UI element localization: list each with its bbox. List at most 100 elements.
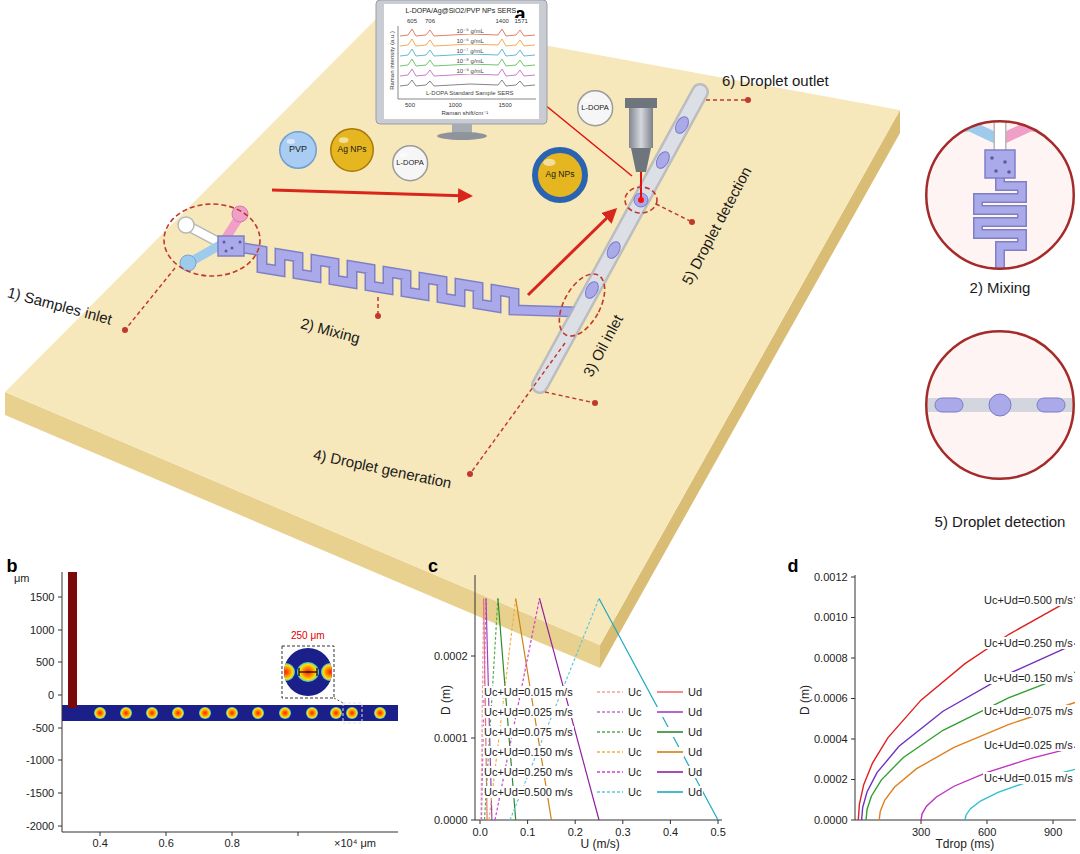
bubble-shape — [393, 146, 428, 181]
legend-text: Uc — [627, 726, 642, 739]
legend-line-sample — [656, 747, 684, 757]
series-label: Uc+Ud=0.500 m/s — [483, 786, 574, 799]
monitor-part — [437, 132, 487, 140]
zoom-mixing-illustration-part-part — [995, 118, 1005, 152]
legend-entry: Uc — [596, 686, 642, 699]
legend-line — [657, 691, 683, 693]
legend-text: Uc — [627, 706, 642, 719]
zoom-mixing-illustration-part-part — [990, 156, 994, 160]
panel-b-simulation-part-part — [374, 707, 386, 719]
legend-line — [657, 771, 683, 773]
step-label: 4) Droplet generation — [311, 445, 452, 491]
bubble-shape — [280, 132, 317, 169]
panel-b-simulation-part-part — [277, 663, 295, 681]
legend-sample-ground — [596, 767, 624, 777]
tick-label: 1500 — [30, 591, 54, 604]
legend-line-sample — [656, 707, 684, 717]
legend-sample-ground — [596, 747, 624, 757]
panel-b-simulation-part-part — [297, 662, 319, 682]
legend-sample-ground — [656, 767, 684, 777]
legend-sample-ground — [656, 707, 684, 717]
axis-title: μm — [14, 572, 30, 585]
droplet-channel-part — [605, 239, 623, 260]
legend-entry: Uc — [596, 786, 642, 799]
monitor-part — [398, 26, 399, 99]
spectrum-text: 10⁻⁹ g/mL — [456, 68, 485, 75]
tick-label: 0.0001 — [434, 732, 468, 745]
legend-entry: Ud — [656, 766, 703, 779]
panel-b-simulation-part — [68, 572, 77, 708]
particle-name: PVP — [289, 145, 307, 155]
legend-line-sample — [596, 787, 624, 797]
droplet-channel — [540, 92, 700, 385]
legend-text: Ud — [687, 746, 703, 759]
tick-label: 1000 — [30, 624, 54, 637]
tick-label: 0.0004 — [814, 733, 848, 746]
panel-d-plot-part-part — [921, 820, 922, 824]
tick-label: -500 — [32, 722, 54, 735]
bubble-shine — [287, 139, 295, 144]
legend-line — [597, 791, 623, 793]
tick-label: 0.4 — [663, 826, 678, 839]
spectrum-text: 1000 — [448, 102, 463, 109]
legend-entry: Ud — [656, 786, 703, 799]
panel-d-plot-part-part — [965, 769, 1075, 820]
tick-label: 0.1 — [520, 826, 535, 839]
tick-label: 0.2 — [568, 826, 583, 839]
zoom-ring — [926, 121, 1074, 269]
legend-line-sample — [596, 747, 624, 757]
bubble-shape — [578, 91, 613, 126]
particle-bubble: L-DOPA — [577, 90, 613, 126]
legend-line — [657, 711, 683, 713]
panel-b-simulation-part-part — [146, 707, 158, 719]
panel-c-plot-part-part — [527, 820, 528, 824]
chip-board-part — [5, 15, 900, 645]
panel-b-simulation-part-part — [58, 597, 62, 598]
panel-c-plot-part-part — [622, 820, 623, 824]
panel-b-simulation-part-part — [172, 707, 184, 719]
bubble-shine — [339, 137, 349, 143]
panel-b-simulation-part — [58, 572, 398, 836]
panel-d-plot-part-part — [987, 820, 988, 824]
panel-d-plot-part-part — [862, 644, 1075, 820]
spectrum-text: Raman shift/cm⁻¹ — [441, 110, 490, 117]
legend-sample-ground — [596, 727, 624, 737]
panel-b-simulation-part-part — [316, 668, 317, 676]
scale-label: 250 μm — [290, 630, 326, 642]
legend-line — [657, 791, 683, 793]
panel-b-simulation-part-part — [321, 663, 339, 681]
leader-lines-part — [706, 99, 745, 101]
panel-b-simulation-part-part — [94, 707, 106, 719]
panel-c-plot-part-part — [670, 820, 671, 824]
spectrum-text: L-DOPA/Ag@SiO2/PVP NPs SERS — [405, 7, 518, 15]
series-label: Uc+Ud=0.250 m/s — [483, 766, 574, 779]
flow-arrows-part — [528, 210, 615, 295]
tick-label: 0.0002 — [814, 773, 848, 786]
series-label: Uc+Ud=0.015 m/s — [983, 772, 1074, 785]
spectrum-text: 10⁻⁷ g/mL — [456, 48, 485, 55]
legend-entry: Uc — [596, 746, 642, 759]
panel-c-plot-part-part — [718, 820, 719, 824]
leader-lines-part — [125, 268, 175, 330]
leader-lines-part — [689, 219, 695, 225]
panel-b-simulation-part-part — [199, 707, 211, 719]
panel-b-simulation-part — [343, 703, 362, 723]
panel-b-simulation-part-part — [298, 668, 299, 676]
tick-label: -2000 — [26, 820, 54, 833]
highlight-ellipses-part — [625, 187, 657, 213]
leader-lines — [122, 97, 751, 477]
legend-line-sample — [656, 687, 684, 697]
monitor — [376, 0, 547, 140]
objective-lens-part — [638, 197, 644, 203]
panel-d-plot-part-part — [1053, 820, 1054, 824]
panel-b-simulation-part — [94, 707, 386, 719]
serpentine-mixer-part — [244, 248, 578, 312]
leader-lines-part — [592, 400, 598, 406]
legend-line-sample — [596, 687, 624, 697]
legend-line-sample — [596, 727, 624, 737]
serpentine-mixer-part — [225, 250, 228, 253]
monitor-part — [384, 4, 539, 119]
tick-label: 0 — [48, 689, 54, 702]
panel-b-simulation-part-part — [298, 832, 299, 836]
serpentine-mixer-part — [244, 248, 578, 312]
